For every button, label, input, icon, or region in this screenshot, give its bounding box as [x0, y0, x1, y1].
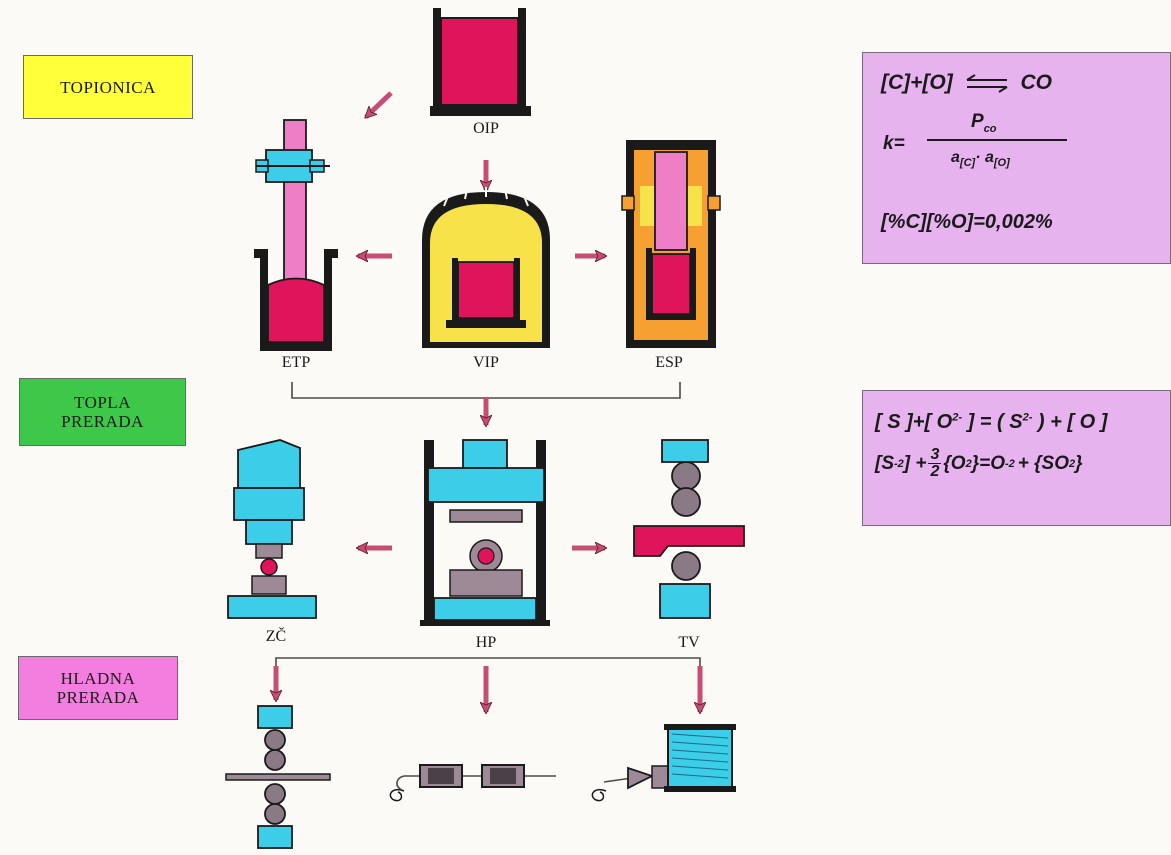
fraction-bar	[927, 139, 1067, 141]
s-r1-sup1: 2-	[952, 411, 963, 424]
wire-drawing-dies	[389, 764, 556, 802]
s-r1-sup2: 2-	[1022, 411, 1033, 424]
label-vip: VIP	[473, 354, 499, 371]
s-r2-part2: ] +	[903, 452, 927, 474]
label-etp: ETP	[281, 354, 311, 371]
equilibrium-arrows-icon	[966, 74, 1008, 94]
reaction-co-lhs: [C]+[O]	[881, 71, 953, 94]
stage-label-hot-line1: TOPLA	[74, 393, 131, 412]
s-r2-sub5: 2	[1069, 457, 1076, 470]
stage-label-hot-processing: TOPLA PRERADA	[19, 378, 186, 446]
connector-melting-to-hot	[291, 382, 681, 425]
wire-coiling-drum	[591, 724, 736, 802]
stage-label-cold-line2: PRERADA	[56, 688, 140, 707]
oip-furnace	[430, 8, 531, 116]
s-r1-part3: ) + [ O ]	[1032, 411, 1108, 433]
tv-rolling-mill	[633, 439, 745, 619]
label-tv: TV	[678, 634, 700, 651]
k-numerator-sub: co	[983, 122, 997, 135]
k-den-dot: ·	[975, 149, 981, 166]
frac-den: 2	[930, 463, 940, 480]
cold-rolling-stand	[225, 705, 331, 849]
s-r2-part4: }=O	[971, 452, 1005, 474]
label-esp: ESP	[655, 354, 683, 371]
s-r1-part1: [ S ]+[ O	[875, 411, 953, 433]
label-oip: OIP	[473, 120, 499, 137]
k-den-a2: a	[984, 149, 994, 166]
reaction-co-rhs: CO	[1020, 71, 1052, 94]
sulfur-reaction-1: [ S ]+[ O2- ] = ( S2- ) + [ O ]	[875, 411, 1107, 434]
hp-press	[420, 439, 550, 626]
s-r2-part5: + {SO	[1017, 452, 1069, 474]
formula-box-decarburization: [C]+[O] CO k= Pco a[C]· a[O] [%C][%O]=0,…	[862, 52, 1171, 264]
label-hp: HP	[475, 634, 497, 651]
s-r2-sub3: 2	[965, 457, 972, 470]
zc-machine	[227, 439, 317, 619]
s-r2-sup1: -2	[894, 457, 904, 470]
s-r2-sup4: -2	[1004, 457, 1015, 470]
k-denominator: a[C]· a[O]	[951, 149, 1010, 169]
stage-label-melting: TOPIONICA	[23, 55, 193, 119]
k-prefix: k=	[883, 133, 905, 154]
arrow-oip-to-etp	[366, 91, 393, 117]
s-r2-part1: [S	[875, 452, 894, 474]
stage-label-cold-line1: HLADNA	[60, 669, 136, 688]
k-numerator: Pco	[971, 111, 997, 135]
k-numerator-main: P	[971, 111, 984, 132]
stage-label-cold-processing: HLADNA PRERADA	[18, 656, 178, 720]
stage-label-hot-line2: PRERADA	[61, 412, 144, 431]
frac-num: 3	[928, 446, 942, 464]
k-den-a1-sub: [C]	[959, 157, 976, 170]
fraction-three-halves: 3 2	[928, 446, 942, 480]
label-zc: ZČ	[265, 628, 287, 645]
etp-furnace	[254, 119, 338, 351]
stage-label-melting-text: TOPIONICA	[60, 77, 156, 97]
s-r2-part3: {O	[943, 452, 966, 474]
k-den-a1: a	[951, 149, 960, 166]
carbon-oxygen-product: [%C][%O]=0,002%	[881, 211, 1053, 233]
formula-box-desulfurization: [ S ]+[ O2- ] = ( S2- ) + [ O ] [S-2] + …	[862, 390, 1171, 526]
s-r2-part6: }	[1075, 452, 1083, 474]
k-den-a2-sub: [O]	[993, 157, 1010, 170]
vip-furnace	[422, 187, 550, 348]
reaction-co: [C]+[O] CO	[881, 71, 1052, 95]
esp-furnace	[621, 140, 721, 348]
s-r1-part2: ] = ( S	[962, 411, 1023, 433]
connector-hot-to-cold	[276, 657, 700, 712]
